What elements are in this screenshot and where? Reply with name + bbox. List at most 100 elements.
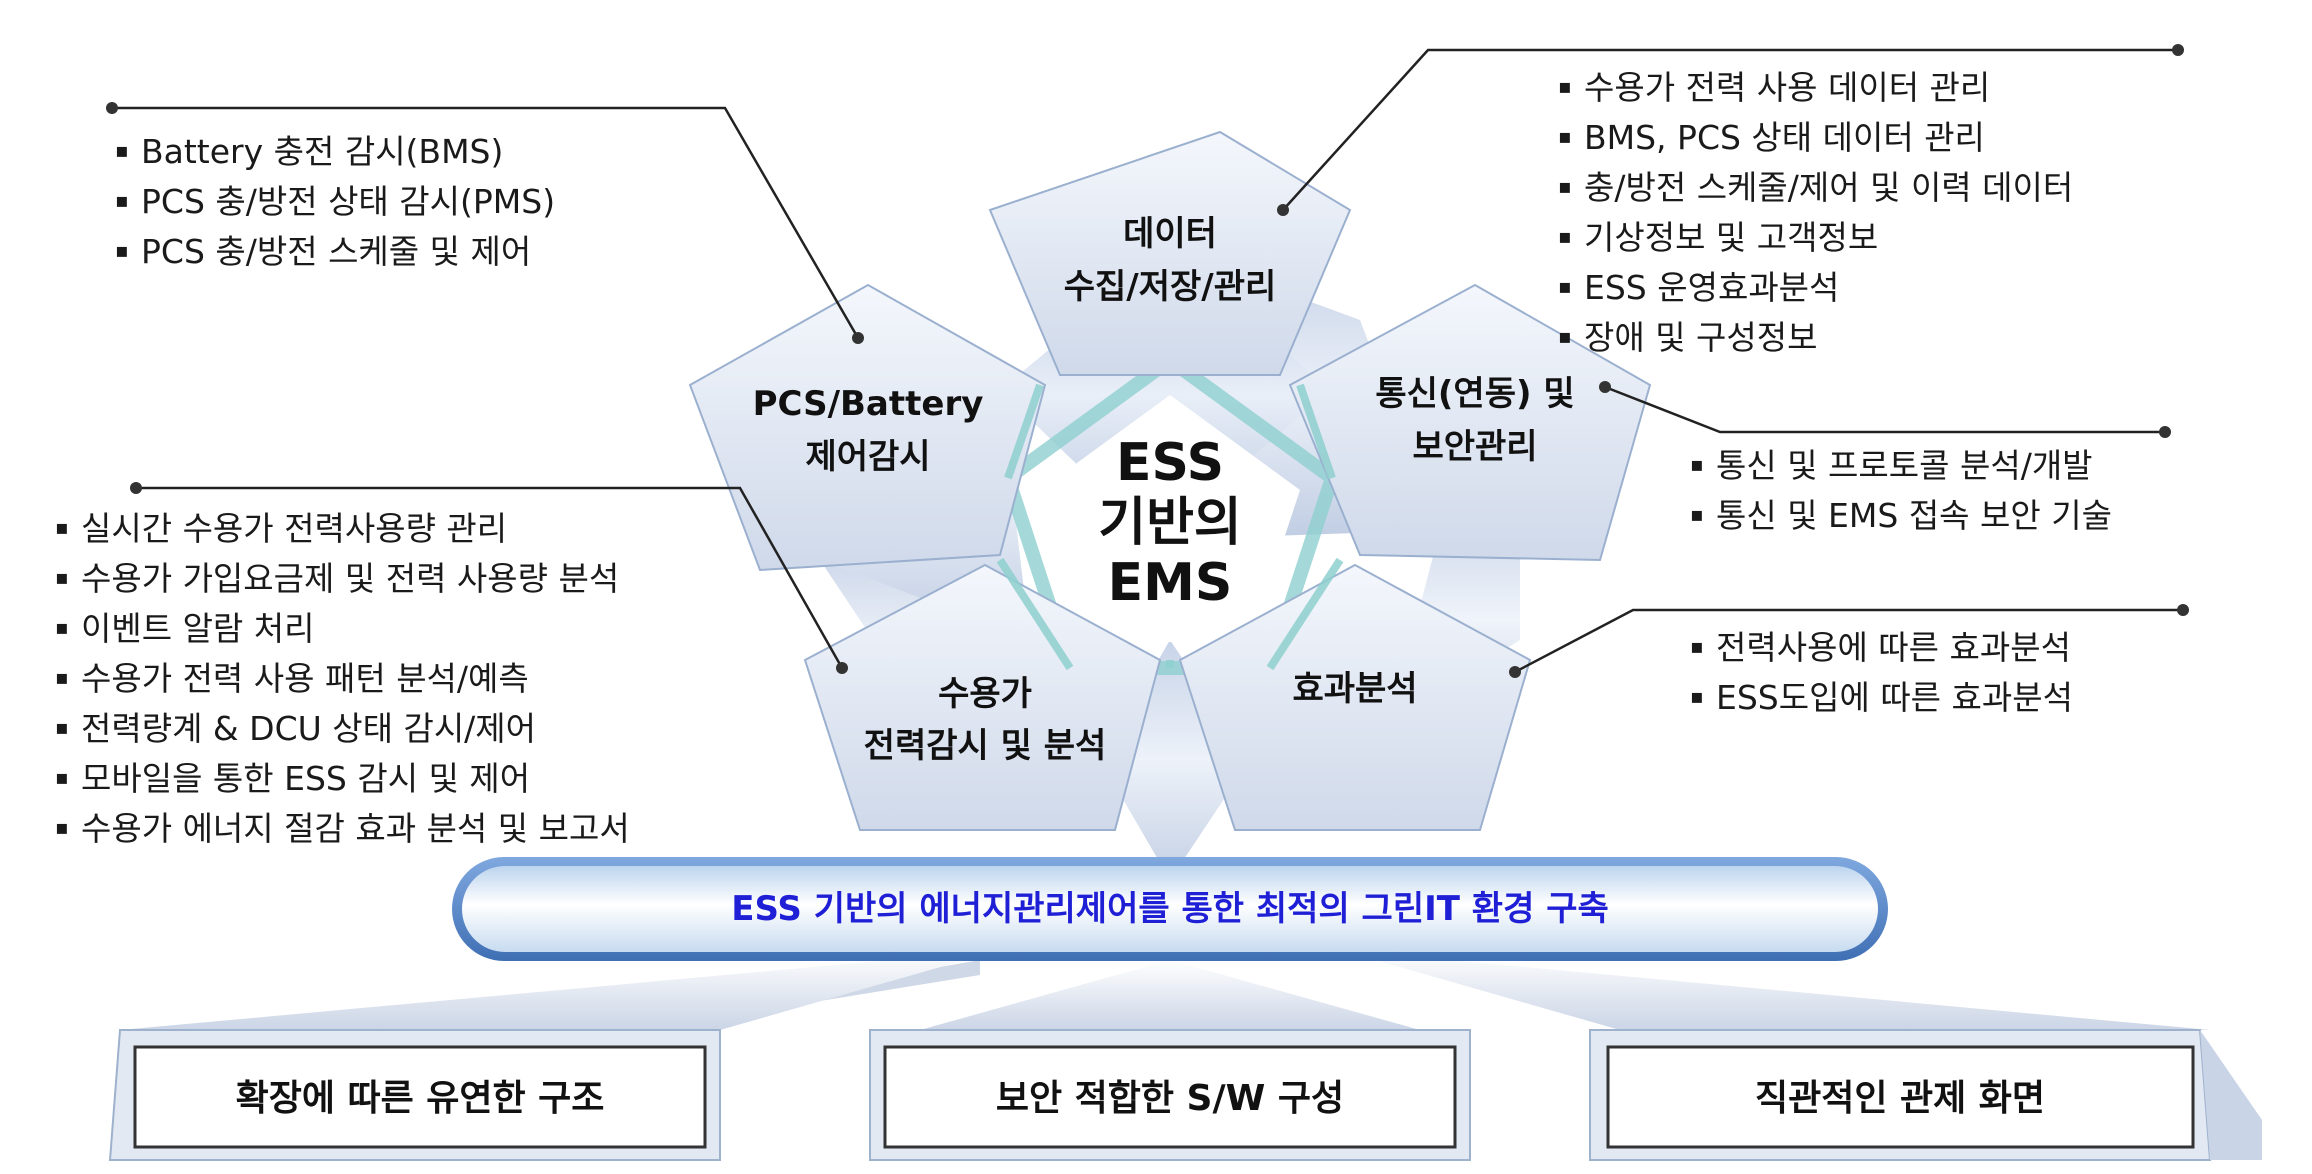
feature-box-3-label: 직관적인 관제 화면 bbox=[1755, 1078, 2045, 1119]
list-item-text: PCS 충/방전 상태 감시(PMS) bbox=[141, 182, 556, 221]
list-item-text: 수용가 가입요금제 및 전력 사용량 분석 bbox=[81, 559, 620, 598]
pentagon-comm-line2: 보안관리 bbox=[1412, 427, 1537, 467]
square-bullet-icon: ▪ bbox=[1558, 174, 1572, 198]
pentagon-pcs-line1: PCS/Battery bbox=[753, 384, 984, 424]
banner-text: ESS 기반의 에너지관리제어를 통한 최적의 그린IT 환경 구축 bbox=[731, 889, 1609, 929]
leader-line-data bbox=[1282, 48, 2178, 211]
list-item: ▪ 전력사용에 따른 효과분석 bbox=[1690, 622, 2073, 672]
leader-line-pcs bbox=[112, 106, 860, 339]
leader-dot bbox=[106, 102, 118, 114]
center-title-line1: ESS bbox=[1116, 433, 1224, 493]
square-bullet-icon: ▪ bbox=[55, 815, 69, 839]
leader-dot bbox=[2177, 604, 2189, 616]
list-item: ▪ 수용가 전력 사용 패턴 분석/예측 bbox=[55, 653, 630, 703]
square-bullet-icon: ▪ bbox=[1558, 274, 1572, 298]
list-item: ▪ 수용가 에너지 절감 효과 분석 및 보고서 bbox=[55, 803, 630, 853]
square-bullet-icon: ▪ bbox=[55, 665, 69, 689]
leader-lines bbox=[112, 48, 2183, 674]
leader-line-effect bbox=[1514, 608, 2183, 674]
square-bullet-icon: ▪ bbox=[1558, 324, 1572, 348]
list-item-text: 수용가 전력 사용 패턴 분석/예측 bbox=[81, 659, 529, 698]
list-item-text: 충/방전 스케줄/제어 및 이력 데이터 bbox=[1584, 168, 2074, 207]
banner-body bbox=[462, 866, 1878, 952]
feature-box-1-label: 확장에 따른 유연한 구조 bbox=[236, 1078, 605, 1119]
list-item-text: 수용가 전력 사용 데이터 관리 bbox=[1584, 68, 1991, 107]
list-item-text: 모바일을 통한 ESS 감시 및 제어 bbox=[81, 759, 531, 798]
leader-dots bbox=[106, 44, 2189, 678]
pentagon-pcs-line2: 제어감시 bbox=[805, 437, 930, 477]
list-item: ▪ PCS 충/방전 스케줄 및 제어 bbox=[115, 226, 555, 276]
square-bullet-icon: ▪ bbox=[1558, 74, 1572, 98]
feature-box-2 bbox=[883, 1045, 1457, 1149]
leader-dot bbox=[852, 332, 864, 344]
square-bullet-icon: ▪ bbox=[115, 138, 129, 162]
pentagon-data-line1: 데이터 bbox=[1123, 214, 1217, 254]
center-title-line2: 기반의 bbox=[1098, 493, 1242, 553]
square-bullet-icon: ▪ bbox=[1690, 452, 1704, 476]
square-bullet-icon: ▪ bbox=[1690, 634, 1704, 658]
leader-dot bbox=[1599, 381, 1611, 393]
list-item: ▪ Battery 충전 감시(BMS) bbox=[115, 126, 555, 176]
list-item: ▪ 수용가 전력 사용 데이터 관리 bbox=[1558, 62, 2073, 112]
pentagon-user-line2: 전력감시 및 분석 bbox=[864, 726, 1107, 766]
pentagon-data: 데이터 수집/저장/관리 bbox=[988, 130, 1352, 376]
list-item: ▪ PCS 충/방전 상태 감시(PMS) bbox=[115, 176, 555, 226]
leader-dot bbox=[836, 662, 848, 674]
leader-dot bbox=[2159, 426, 2171, 438]
list-item: ▪BMS, PCS 상태 데이터 관리 bbox=[1558, 112, 2073, 162]
list-item-text: PCS 충/방전 스케줄 및 제어 bbox=[141, 232, 532, 271]
list-data-management: ▪수용가 전력 사용 데이터 관리▪BMS, PCS 상태 데이터 관리▪충/방… bbox=[1558, 62, 2073, 362]
feature-box-3 bbox=[1606, 1045, 2195, 1149]
list-item: ▪모바일을 통한 ESS 감시 및 제어 bbox=[55, 753, 630, 803]
list-item: ▪ 장애 및 구성정보 bbox=[1558, 312, 2073, 362]
pentagon-user-line1: 수용가 bbox=[938, 674, 1032, 714]
pentagon-pcs: PCS/Battery 제어감시 bbox=[688, 283, 1047, 572]
square-bullet-icon: ▪ bbox=[55, 515, 69, 539]
feature-boxes: 확장에 따른 유연한 구조 보안 적합한 S/W 구성 직관적인 관제 화면 bbox=[133, 1045, 2195, 1149]
list-pcs-monitoring: ▪Battery 충전 감시(BMS)▪PCS 충/방전 상태 감시(PMS)▪… bbox=[115, 126, 555, 276]
list-item-text: Battery 충전 감시(BMS) bbox=[141, 132, 504, 171]
leader-dot bbox=[2172, 44, 2184, 56]
list-item: ▪ 기상정보 및 고객정보 bbox=[1558, 212, 2073, 262]
list-item: ▪전력량계 & DCU 상태 감시/제어 bbox=[55, 703, 630, 753]
pentagon-data-line2: 수집/저장/관리 bbox=[1064, 267, 1277, 307]
list-item-text: 통신 및 프로토콜 분석/개발 bbox=[1716, 446, 2093, 485]
list-item-text: 기상정보 및 고객정보 bbox=[1584, 218, 1879, 257]
pentagon-user: 수용가 전력감시 및 분석 bbox=[803, 563, 1162, 831]
vision-banner: ESS 기반의 에너지관리제어를 통한 최적의 그린IT 환경 구축 bbox=[452, 857, 1888, 961]
list-item: ▪이벤트 알람 처리 bbox=[55, 603, 630, 653]
feature-box-2-label: 보안 적합한 S/W 구성 bbox=[996, 1078, 1344, 1119]
list-item-text: BMS, PCS 상태 데이터 관리 bbox=[1584, 118, 1985, 157]
list-item-text: 수용가 에너지 절감 효과 분석 및 보고서 bbox=[81, 809, 630, 848]
center-pentagon bbox=[1040, 395, 1300, 642]
feature-box-1 bbox=[133, 1045, 707, 1149]
square-bullet-icon: ▪ bbox=[55, 615, 69, 639]
list-item-text: 통신 및 EMS 접속 보안 기술 bbox=[1716, 496, 2112, 535]
list-item: ▪ 충/방전 스케줄/제어 및 이력 데이터 bbox=[1558, 162, 2073, 212]
list-item-text: ESS 운영효과분석 bbox=[1584, 268, 1840, 307]
square-bullet-icon: ▪ bbox=[55, 715, 69, 739]
list-item-text: 전력사용에 따른 효과분석 bbox=[1716, 628, 2071, 667]
list-item-text: 실시간 수용가 전력사용량 관리 bbox=[81, 509, 508, 548]
pentagon-effect-line1: 효과분석 bbox=[1292, 669, 1417, 709]
list-item: ▪ 통신 및 프로토콜 분석/개발 bbox=[1690, 440, 2112, 490]
list-effect-analysis: ▪ 전력사용에 따른 효과분석 ▪ ESS도입에 따른 효과분석 bbox=[1690, 622, 2073, 722]
petal-seams bbox=[996, 383, 1344, 671]
center-title-line3: EMS bbox=[1108, 553, 1233, 613]
pentagon-effect: 효과분석 bbox=[1178, 563, 1532, 831]
list-item-text: 장애 및 구성정보 bbox=[1584, 318, 1818, 357]
list-item: ▪ 실시간 수용가 전력사용량 관리 bbox=[55, 503, 630, 553]
square-bullet-icon: ▪ bbox=[115, 238, 129, 262]
square-bullet-icon: ▪ bbox=[55, 565, 69, 589]
leader-dot bbox=[1509, 666, 1521, 678]
square-bullet-icon: ▪ bbox=[1690, 684, 1704, 708]
leader-line-user bbox=[136, 486, 844, 669]
list-item: ▪통신 및 EMS 접속 보안 기술 bbox=[1690, 490, 2112, 540]
square-bullet-icon: ▪ bbox=[115, 188, 129, 212]
leader-dot bbox=[1277, 204, 1289, 216]
list-item: ▪ 수용가 가입요금제 및 전력 사용량 분석 bbox=[55, 553, 630, 603]
list-item-text: ESS도입에 따른 효과분석 bbox=[1716, 678, 2073, 717]
list-communication-security: ▪ 통신 및 프로토콜 분석/개발 ▪통신 및 EMS 접속 보안 기술 bbox=[1690, 440, 2112, 540]
square-bullet-icon: ▪ bbox=[1558, 224, 1572, 248]
